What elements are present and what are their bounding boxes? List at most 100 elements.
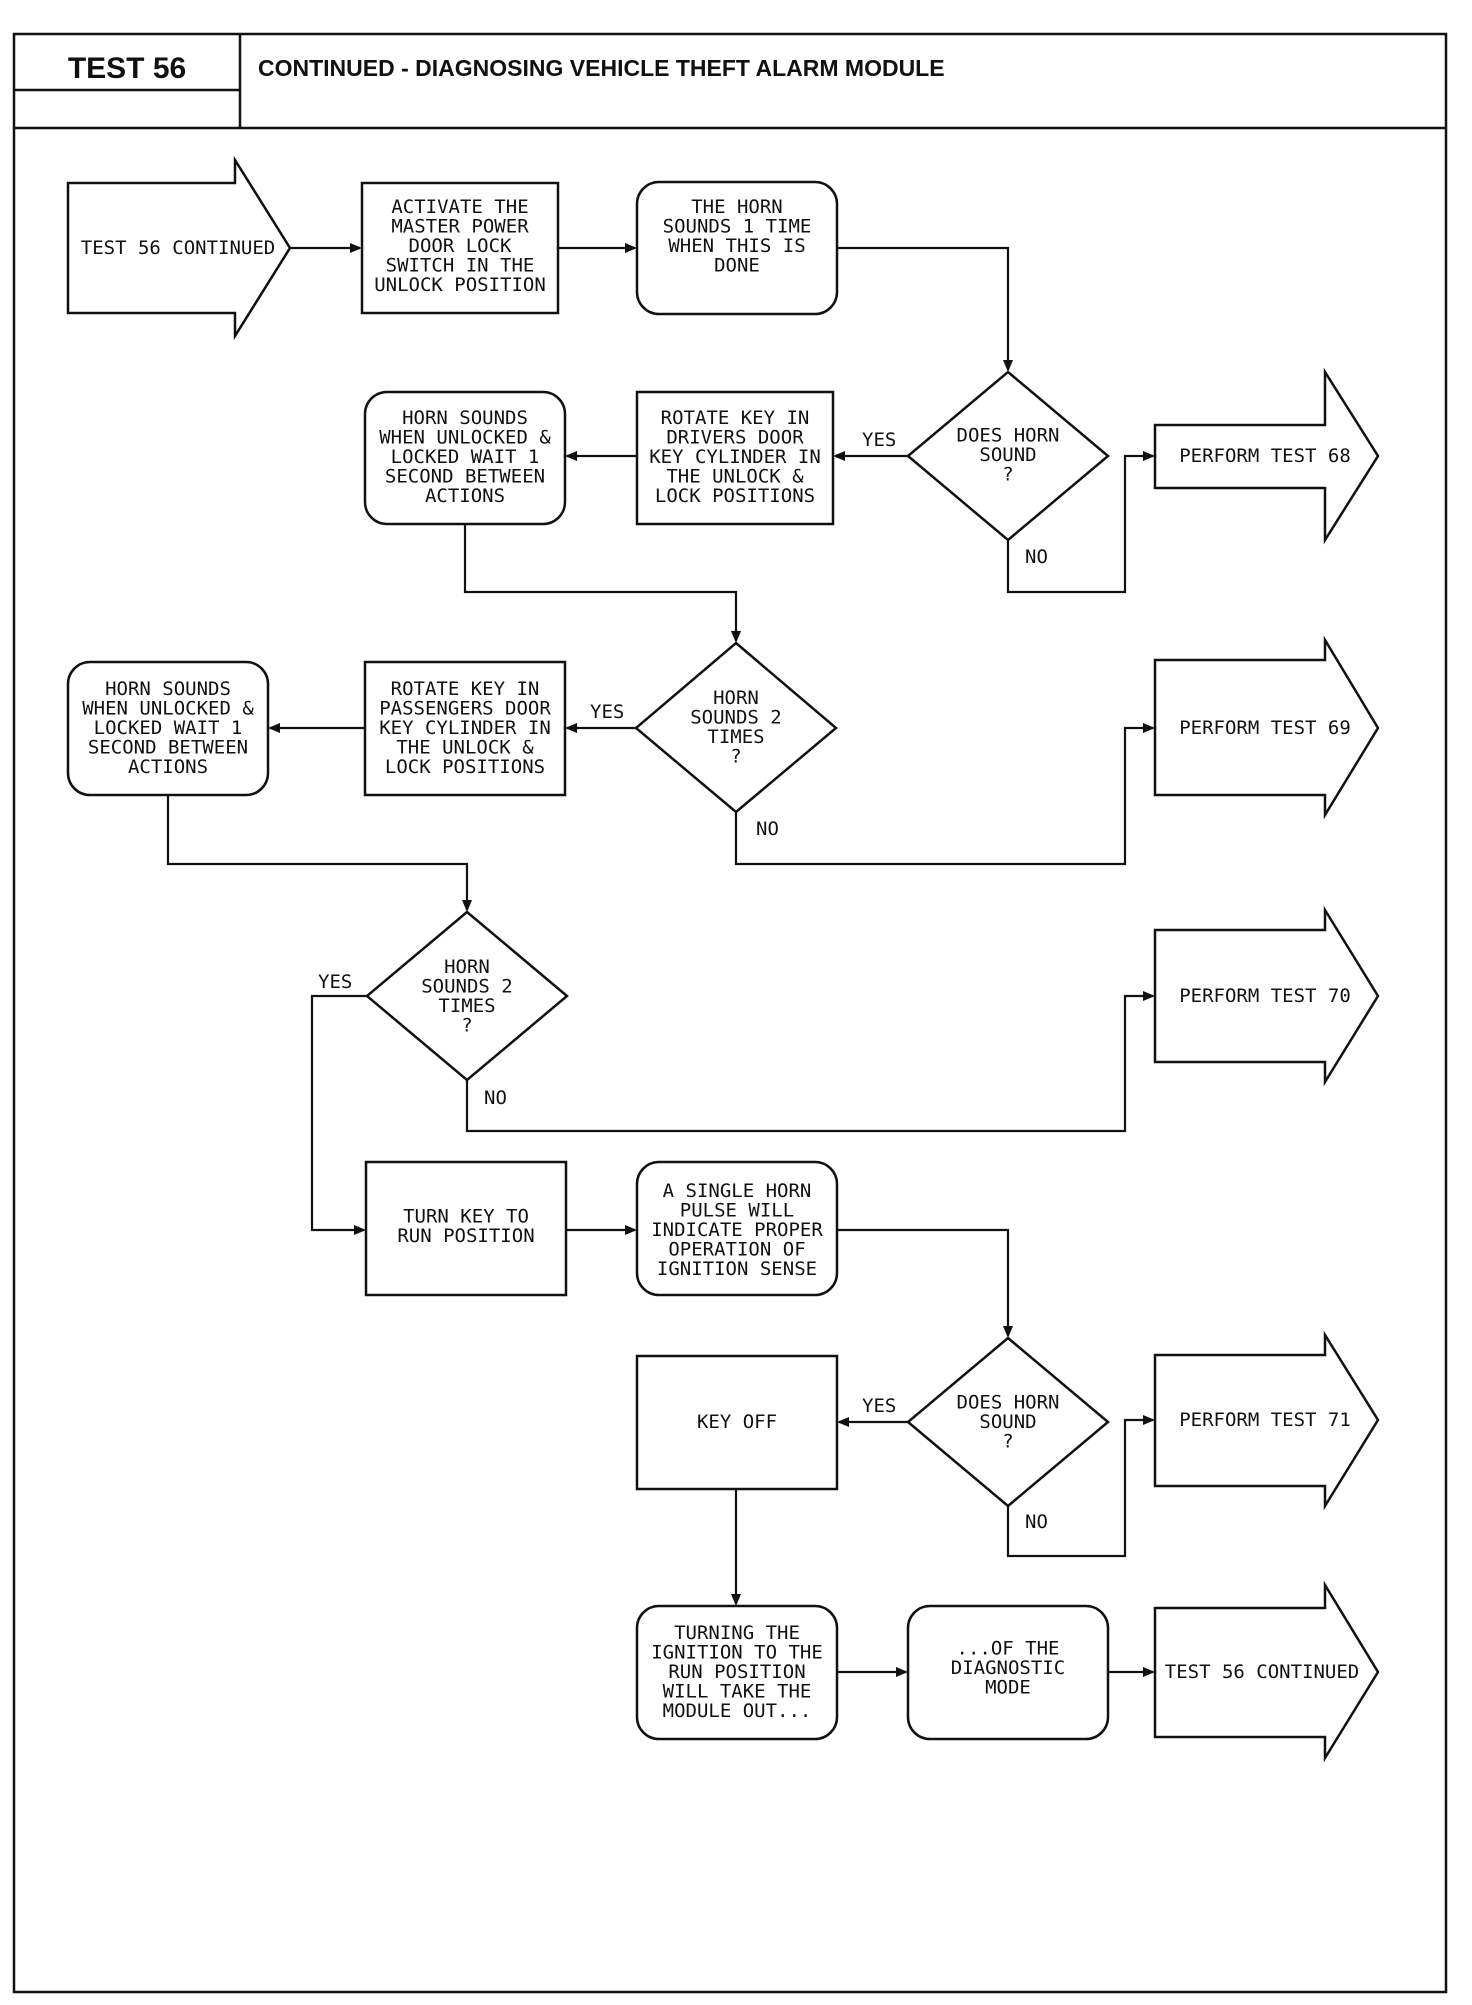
key-off-box (635, 1354, 839, 1491)
node-text-line: ? (1002, 464, 1013, 486)
node-text-line: PERFORM TEST 68 (1179, 445, 1351, 467)
node-text-line: SOUND (979, 1411, 1036, 1433)
arrowhead (350, 243, 362, 253)
node-text-line: TURNING THE (674, 1622, 800, 1644)
node-text-line: LOCKED WAIT 1 (391, 446, 540, 468)
node-text-line: MASTER POWER (391, 216, 529, 238)
node-text-line: SOUNDS 2 (690, 706, 782, 728)
connectors (166, 246, 1153, 1674)
node-text-line: IGNITION TO THE (651, 1642, 823, 1664)
perform-test-69-text: PERFORM TEST 69 (1179, 717, 1351, 739)
node-text-line: HORN (444, 956, 490, 978)
node-text-line: PULSE WILL (680, 1200, 794, 1222)
end-arrow (1153, 1580, 1380, 1763)
node-text-line: UNLOCK POSITION (374, 274, 546, 296)
connector-horn-driver-to-decision-2 (463, 524, 738, 641)
node-text-line: IGNITION SENSE (657, 1258, 817, 1280)
node-text-line: A SINGLE HORN (663, 1180, 812, 1202)
node-text-line: SOUND (979, 444, 1036, 466)
node-text-line: KEY CYLINDER IN (379, 717, 551, 739)
arrowhead (731, 631, 741, 643)
arrowhead (896, 1667, 908, 1677)
node-text-line: OPERATION OF (668, 1239, 805, 1261)
node-text-line: SWITCH IN THE (386, 255, 535, 277)
node-text-line: PASSENGERS DOOR (379, 698, 551, 720)
arrowheads (268, 243, 1155, 1677)
connector-horn-to-decision-1 (837, 246, 1010, 370)
arrowhead (1143, 451, 1155, 461)
arrowhead (837, 1417, 849, 1427)
node-text-line: ? (461, 1014, 472, 1036)
perform-test-70-arrow (1153, 905, 1380, 1087)
no-label: NO (1025, 1511, 1048, 1533)
no-label: NO (756, 818, 779, 840)
arrowhead (1143, 723, 1155, 733)
node-text-line: DRIVERS DOOR (666, 427, 804, 449)
no-label: NO (484, 1087, 507, 1109)
end-arrow-text: TEST 56 CONTINUED (1165, 1661, 1359, 1683)
perform-test-71-text: PERFORM TEST 71 (1179, 1409, 1351, 1431)
rotate-driver-box (635, 390, 835, 526)
yes-label: YES (862, 1395, 896, 1417)
node-text-line: DOES HORN (957, 1392, 1060, 1414)
connector-decision-4-no (1006, 1418, 1153, 1558)
connector-decision-1-no (1006, 454, 1153, 594)
yes-label: YES (318, 971, 352, 993)
perform-test-70-text: PERFORM TEST 70 (1179, 985, 1351, 1007)
test-label: TEST 56 (68, 52, 186, 85)
node-text-line: LOCK POSITIONS (385, 756, 545, 778)
node-text-line: PERFORM TEST 69 (1179, 717, 1351, 739)
arrowhead (833, 451, 845, 461)
node-text-line: THE UNLOCK & (396, 737, 534, 759)
outer-frame (12, 32, 1448, 1994)
node-text-line: SECOND BETWEEN (88, 737, 248, 759)
node-text-line: LOCK POSITIONS (655, 485, 815, 507)
node-text-line: ACTIONS (128, 756, 208, 778)
node-text-line: ACTIVATE THE (391, 196, 528, 218)
arrowhead (625, 243, 637, 253)
node-text-line: ROTATE KEY IN (661, 407, 810, 429)
yes-label: YES (590, 701, 624, 723)
connector-decision-3-no (465, 994, 1153, 1133)
node-text-line: THE HORN (691, 196, 783, 218)
node-text-line: MODE (985, 1677, 1031, 1699)
node-text-line: RUN POSITION (668, 1661, 805, 1683)
arrowhead (565, 451, 577, 461)
arrowhead (565, 723, 577, 733)
no-label: NO (1025, 546, 1048, 568)
node-text-line: ? (1002, 1431, 1013, 1453)
node-text-line: TURN KEY TO (403, 1205, 529, 1227)
single-pulse-box (635, 1160, 839, 1297)
node-text-line: ? (730, 745, 741, 767)
node-text-line: ACTIONS (425, 485, 505, 507)
node-text-line: DONE (714, 254, 760, 276)
turn-key-run-box (364, 1160, 568, 1297)
node-text-line: ...OF THE (957, 1638, 1060, 1660)
node-text-line: DOES HORN (957, 425, 1060, 447)
connector-decision-2-no (734, 726, 1153, 866)
perform-test-68-arrow (1153, 367, 1380, 545)
node-text-line: ROTATE KEY IN (391, 678, 540, 700)
perform-test-68-text: PERFORM TEST 68 (1179, 445, 1351, 467)
start-arrow (66, 155, 292, 341)
node-text-line: HORN SOUNDS (402, 407, 528, 429)
connector-decision-3-yes (310, 994, 367, 1232)
node-text-line: INDICATE PROPER (651, 1219, 823, 1241)
node-text-line: WHEN UNLOCKED & (82, 698, 254, 720)
arrowhead (625, 1225, 637, 1235)
node-text-line: PERFORM TEST 71 (1179, 1409, 1351, 1431)
arrowhead (462, 900, 472, 912)
